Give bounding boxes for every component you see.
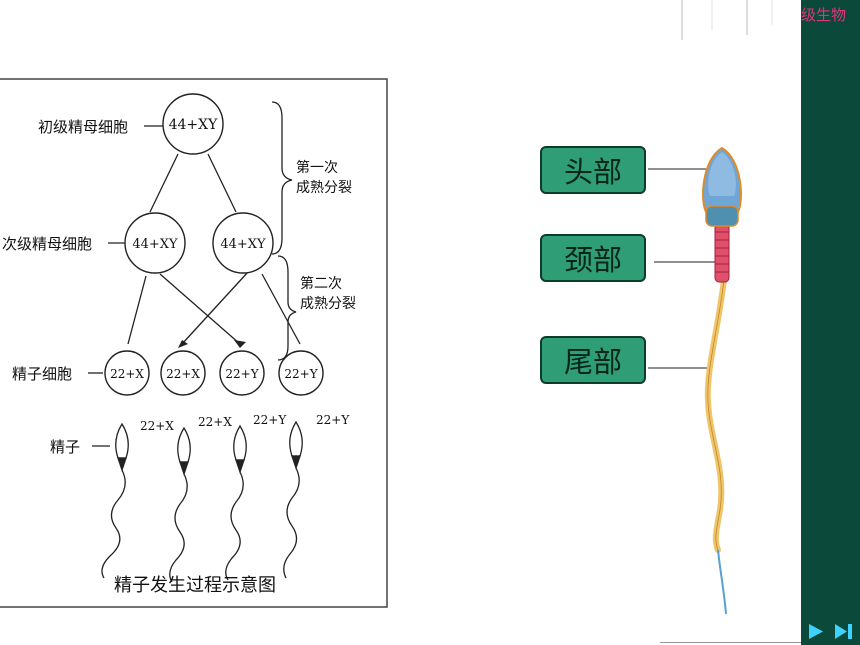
- spermatogenesis-diagram: 44+XY 44+XY 44+XY 22+X 22+X 22+Y 22+Y 初级…: [0, 78, 390, 608]
- secondary-cell: [124, 212, 186, 274]
- sperm-figure: [169, 426, 191, 583]
- sperm-figure: [283, 420, 303, 579]
- tag-tail: 尾部: [540, 336, 646, 384]
- sperm-text: 22+X: [140, 419, 174, 433]
- spermatid-cell: [278, 350, 324, 396]
- arrow-head: [178, 340, 188, 348]
- tag-neck: 颈部: [540, 234, 646, 282]
- diagram-title: 精子发生过程示意图: [114, 575, 276, 596]
- corner-label: 级生物: [801, 6, 847, 24]
- sperm-text: 22+Y: [316, 413, 350, 427]
- label-spermatid: 精子细胞: [12, 365, 72, 383]
- link-line: [127, 275, 147, 345]
- sperm-text: 22+X: [198, 415, 232, 429]
- spermatid-text: 22+Y: [225, 367, 259, 381]
- label-primary: 初级精母细胞: [38, 118, 128, 136]
- link-line: [149, 153, 179, 213]
- spermatid-cell: [104, 350, 150, 396]
- secondary-cell-text: 44+XY: [220, 237, 266, 252]
- sperm-head-base: [705, 205, 739, 227]
- label-sperm: 精子: [50, 438, 80, 456]
- spermatid-text: 22+X: [110, 367, 144, 381]
- link-line: [207, 153, 237, 213]
- brace-first-line1: 第一次: [296, 159, 338, 176]
- tag-head: 头部: [540, 146, 646, 194]
- arrow-head: [234, 340, 246, 348]
- sperm-neck: [714, 223, 730, 283]
- primary-cell-text: 44+XY: [169, 117, 219, 133]
- secondary-cell: [212, 212, 274, 274]
- sperm-figure: [225, 424, 247, 581]
- faded-decoration: [672, 0, 801, 40]
- link-line: [181, 271, 249, 345]
- sperm-text: 22+Y: [253, 413, 287, 427]
- sperm-figure: [101, 422, 129, 579]
- sperm-acrosome: [708, 152, 736, 196]
- skip-end-icon[interactable]: [831, 618, 860, 645]
- secondary-cell-text: 44+XY: [132, 237, 178, 252]
- spermatid-text: 22+X: [166, 367, 200, 381]
- play-next-icon[interactable]: [801, 618, 830, 645]
- spermatid-cell: [160, 350, 206, 396]
- link-line: [159, 273, 241, 345]
- footer-line: [660, 642, 801, 643]
- spermatid-text: 22+Y: [284, 367, 318, 381]
- brace-first: [271, 101, 293, 255]
- primary-cell: [162, 93, 224, 155]
- sperm-anatomy-figure: [640, 140, 800, 630]
- spermatid-cell: [219, 350, 265, 396]
- brace-second-line2: 成熟分裂: [300, 296, 356, 312]
- link-line: [261, 273, 301, 345]
- sperm-end-piece: [717, 549, 727, 615]
- brace-second: [277, 255, 297, 361]
- sperm-tail: [704, 277, 727, 553]
- diagram-frame: [0, 78, 388, 608]
- label-secondary: 次级精母细胞: [2, 235, 92, 253]
- slide-navigation: [801, 618, 860, 645]
- brace-first-line2: 成熟分裂: [296, 180, 352, 196]
- sidebar-panel: [801, 0, 860, 645]
- brace-second-line1: 第二次: [300, 275, 342, 292]
